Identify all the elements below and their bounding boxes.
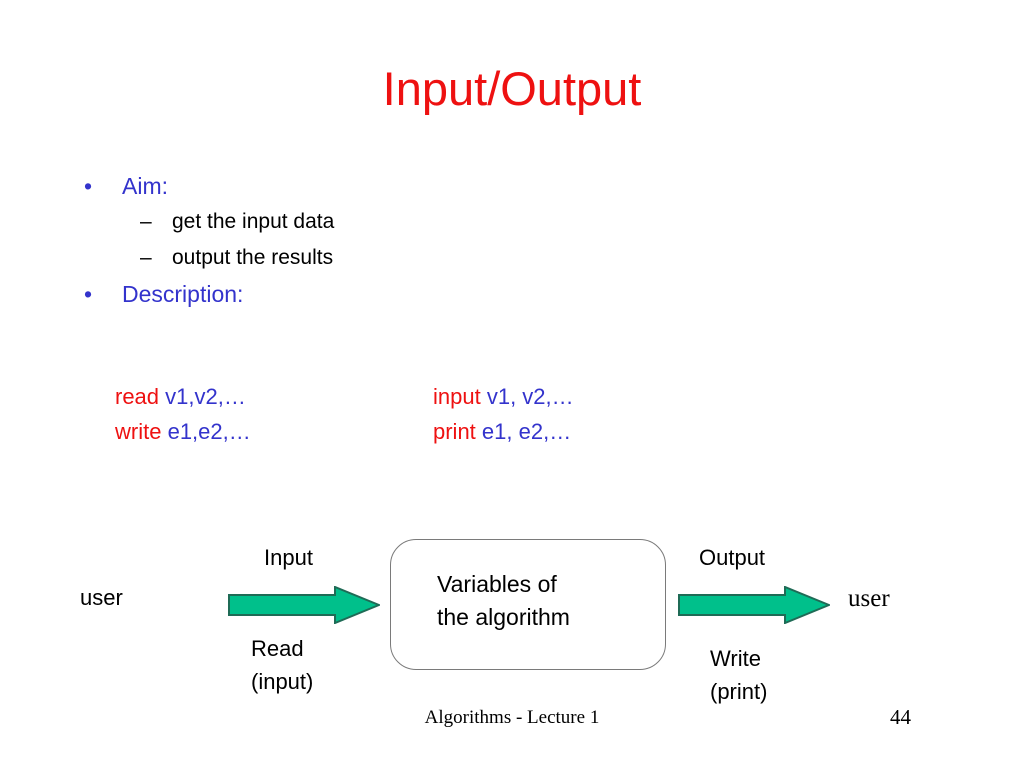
dash-marker-icon: – — [140, 210, 152, 233]
diagram-input-label: Input — [264, 545, 313, 570]
bullet-aim: • Aim: — [78, 168, 718, 204]
syntax-print: print e1, e2,… — [433, 414, 571, 449]
diagram-read-line1: Read — [251, 636, 304, 661]
syntax-input: input v1, v2,… — [433, 379, 574, 414]
diagram-write-line1: Write — [710, 646, 761, 671]
syntax-input-keyword: input — [433, 384, 481, 409]
algorithm-box-text: Variables of the algorithm — [437, 568, 570, 634]
syntax-read: read v1,v2,… — [115, 379, 246, 414]
diagram-read-label: Read (input) — [251, 632, 313, 698]
syntax-write-keyword: write — [115, 419, 162, 444]
bullet-aim-item-1: – output the results — [78, 240, 718, 276]
footer-page-number: 44 — [890, 705, 911, 729]
bullet-aim-label: Aim: — [122, 173, 168, 199]
bullet-description: • Description: — [78, 276, 718, 312]
bullet-list: • Aim: – get the input data – output the… — [78, 168, 718, 312]
diagram-read-line2: (input) — [251, 669, 314, 694]
algorithm-variables-box: Variables of the algorithm — [390, 539, 666, 670]
syntax-print-keyword: print — [433, 419, 476, 444]
algorithm-box-line2: the algorithm — [437, 604, 570, 630]
syntax-read-args: v1,v2,… — [165, 384, 246, 409]
syntax-read-keyword: read — [115, 384, 160, 409]
diagram-write-label: Write (print) — [710, 642, 767, 708]
syntax-row-read: read v1,v2,… input v1, v2,… — [115, 379, 875, 414]
bullet-aim-item-1-label: output the results — [172, 246, 334, 269]
footer-note: Algorithms - Lecture 1 — [424, 707, 600, 728]
diagram-write-line2: (print) — [710, 679, 768, 704]
bullet-marker-icon: • — [84, 173, 93, 199]
syntax-block: read v1,v2,… input v1, v2,… write e1,e2,… — [115, 379, 875, 449]
bullet-marker-icon: • — [84, 281, 93, 307]
bullet-aim-item-0: – get the input data — [78, 204, 718, 240]
bullet-description-label: Description: — [122, 281, 244, 307]
page-title: Input/Output — [382, 62, 642, 115]
syntax-write: write e1,e2,… — [115, 414, 251, 449]
syntax-write-args: e1,e2,… — [167, 419, 251, 444]
output-arrow-icon — [678, 586, 830, 624]
diagram-output-label: Output — [699, 545, 766, 570]
input-arrow-icon — [228, 586, 380, 624]
syntax-row-write: write e1,e2,… print e1, e2,… — [115, 414, 875, 449]
diagram-user-source-label: user — [80, 585, 123, 610]
syntax-input-args: v1, v2,… — [486, 384, 574, 409]
dash-marker-icon: – — [140, 246, 152, 269]
diagram-user-target-label: user — [848, 585, 890, 612]
syntax-print-args: e1, e2,… — [481, 419, 572, 444]
algorithm-box-line1: Variables of — [437, 571, 557, 597]
bullet-aim-item-0-label: get the input data — [172, 210, 335, 233]
